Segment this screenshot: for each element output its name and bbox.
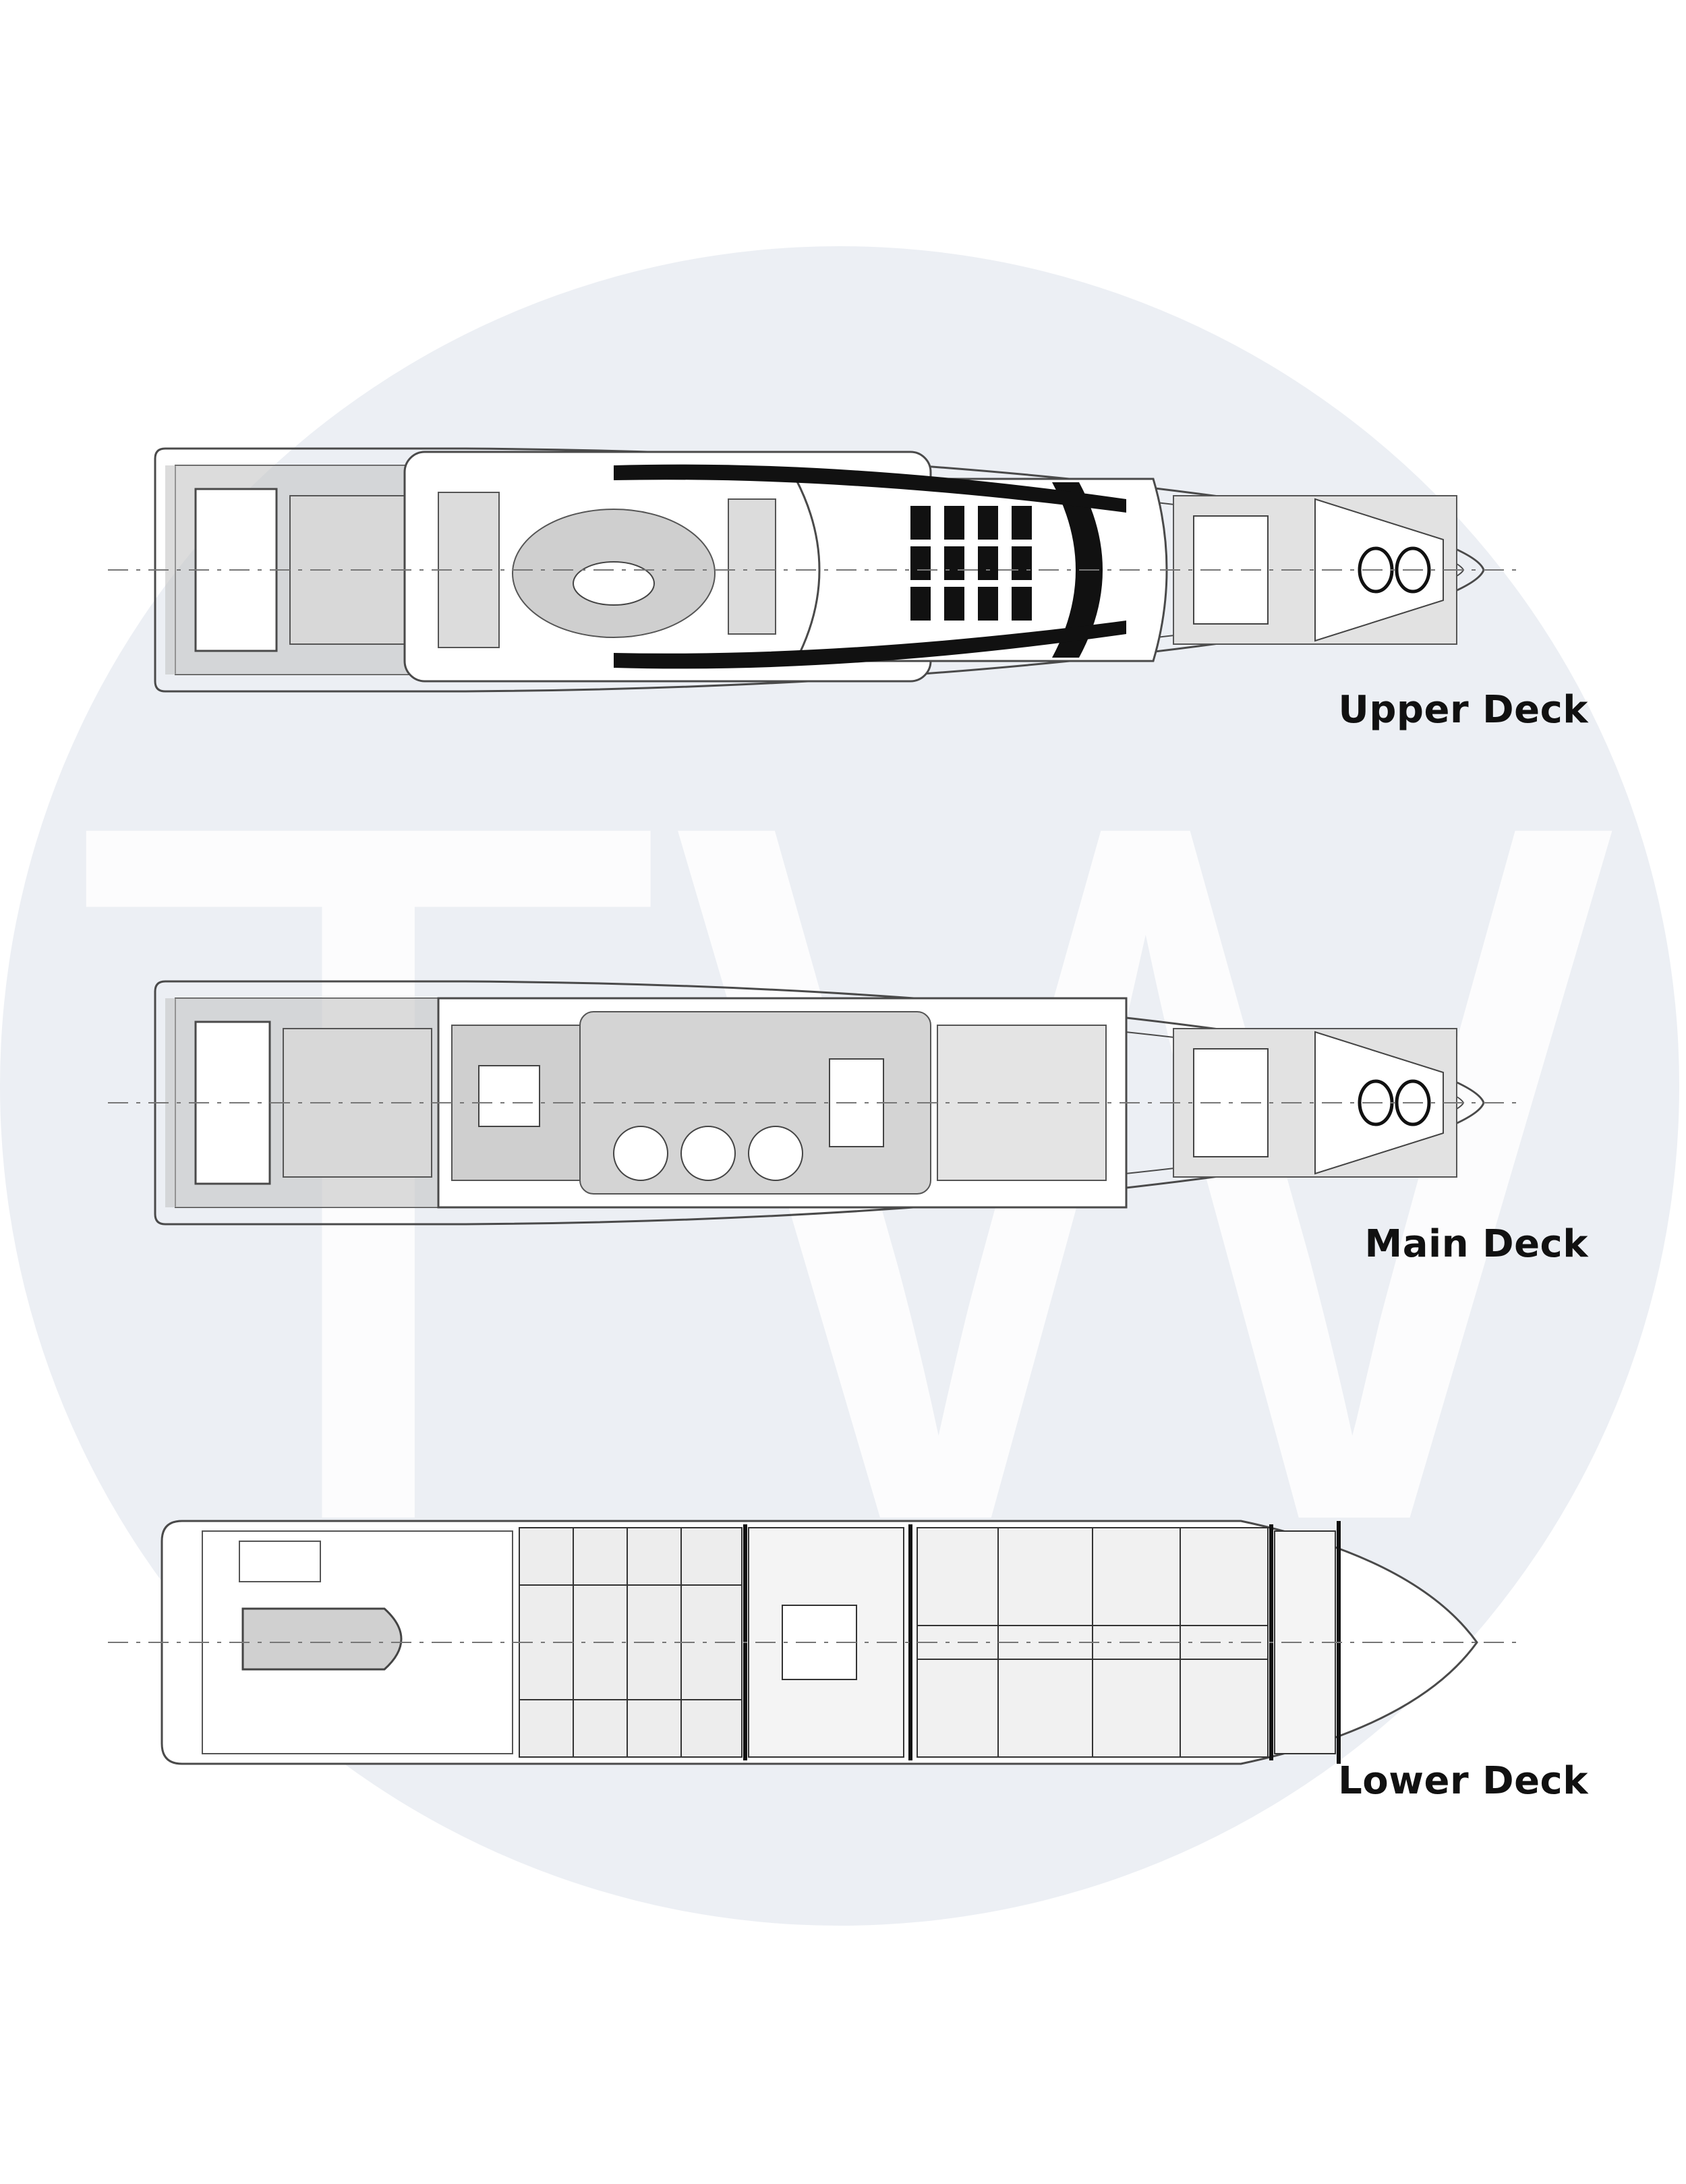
lower-deck-label: Lower Deck bbox=[1338, 1759, 1588, 1803]
main-deck-plan bbox=[101, 971, 1524, 1234]
lower-crew-quarters bbox=[519, 1527, 743, 1758]
upper-deck-plan bbox=[101, 438, 1524, 701]
lower-deck-plan bbox=[101, 1511, 1524, 1774]
upper-deck-label: Upper Deck bbox=[1338, 688, 1588, 732]
main-deck-label: Main Deck bbox=[1364, 1222, 1588, 1266]
upper-skylights bbox=[910, 482, 1103, 658]
tender bbox=[241, 1607, 403, 1671]
